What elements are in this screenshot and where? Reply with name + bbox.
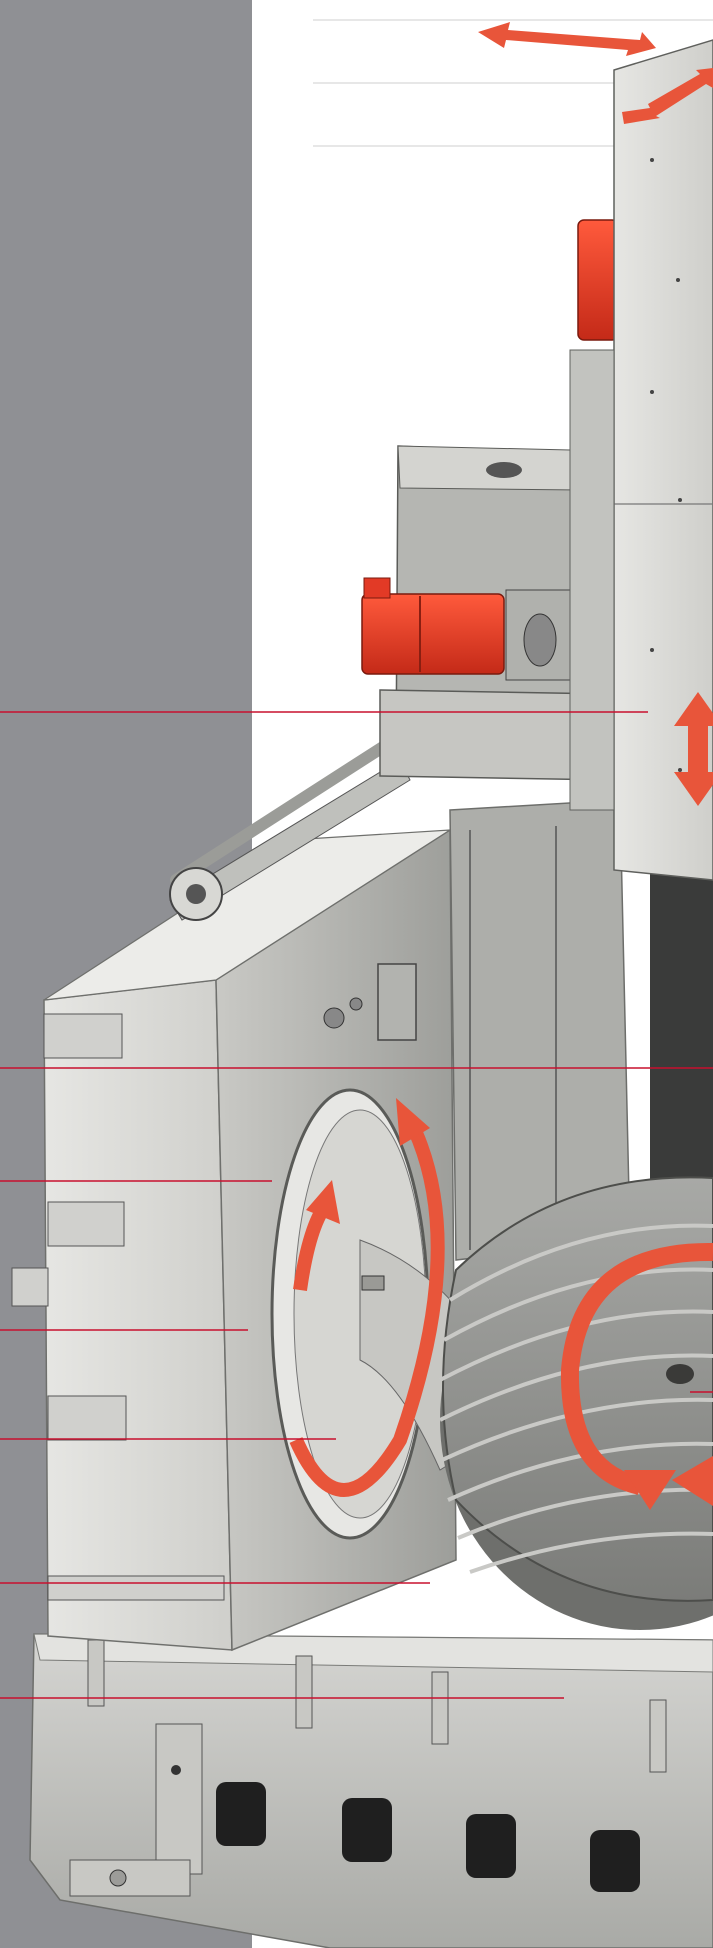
servo-motor-vertical xyxy=(577,219,619,341)
double-arrow-horizontal-icon xyxy=(478,22,656,56)
table-rotation-arrow-icon xyxy=(560,1242,713,1495)
machine-frame-center xyxy=(449,799,713,1261)
servo-motor-horizontal xyxy=(361,577,505,675)
trunnion-rotation-arrowhead-icon xyxy=(396,1098,430,1146)
ball-screw-rail xyxy=(169,730,411,921)
table-rotation-arrowhead-icon-2 xyxy=(672,1456,713,1506)
callout-lines xyxy=(0,711,713,1699)
double-arrow-vertical-icon xyxy=(674,692,713,806)
ram-housing xyxy=(569,39,713,881)
machine-base xyxy=(29,1633,713,1948)
table-rotation-arrowhead-icon xyxy=(624,1470,676,1510)
trunnion-rotation-arrowhead-icon-2 xyxy=(306,1180,340,1224)
double-arrow-diagonal-icon xyxy=(622,68,713,124)
